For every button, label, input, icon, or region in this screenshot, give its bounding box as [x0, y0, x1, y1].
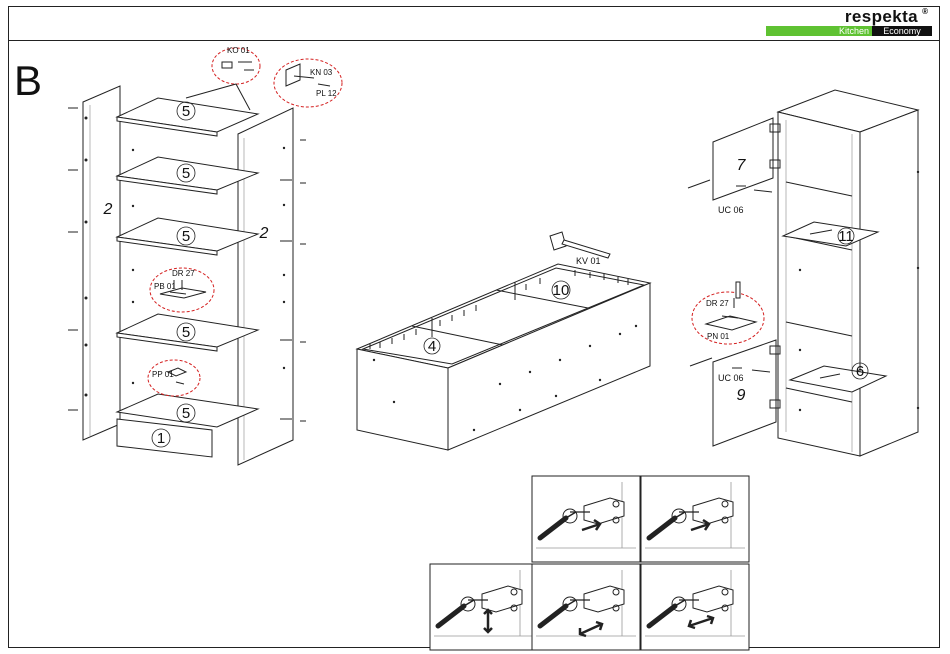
plinth-label: 1 [157, 430, 165, 447]
right-cab-front [778, 112, 860, 456]
part-dr-right-label: DR 27 [706, 299, 729, 308]
right-cab-side [860, 110, 918, 456]
shelf-label-low: 6 [856, 363, 864, 380]
shelf-label-2: 5 [182, 165, 190, 182]
hinge-panel-4 [532, 564, 640, 650]
part-kn-label: KN 03 [310, 68, 333, 77]
part-ko-label: KO 01 [227, 46, 250, 55]
right-cabinet-exploded: 11 6 7 9 UC 06 UC 06 DR 27 PN 01 [688, 90, 919, 456]
part-dr-label: DR 27 [172, 269, 195, 278]
left-side-panel [83, 86, 120, 440]
frame-label-back: 10 [553, 282, 570, 299]
callout-kn-pl: KN 03 PL 12 [274, 59, 342, 107]
shelf-label-5: 5 [182, 405, 190, 422]
callout-ko: KO 01 [186, 46, 260, 110]
part-uc-top-label: UC 06 [718, 205, 744, 215]
hammer-icon [550, 232, 610, 258]
hinge-panel-3 [430, 564, 538, 650]
part-pn-label: PN 01 [707, 332, 730, 341]
shelf-label-3: 5 [182, 228, 190, 245]
callout-dr-pb: DR 27 PB 01 [150, 268, 214, 312]
middle-cabinet-frame: 4 10 KV 01 [357, 232, 650, 450]
frame-label-front: 4 [428, 338, 436, 355]
left-cabinet-exploded: 5 5 5 5 5 1 2 2 KO 01 [68, 46, 342, 465]
shelf-label-1: 5 [182, 103, 190, 120]
hinge-adjustment-grid [430, 476, 749, 650]
part-uc-bottom-label: UC 06 [718, 373, 744, 383]
side-label-left: 2 [103, 201, 113, 218]
part-pl-label: PL 12 [316, 89, 337, 98]
part-pb-label: PB 01 [154, 282, 176, 291]
door-label-bottom: 9 [737, 387, 746, 404]
hinge-panel-5 [641, 564, 749, 650]
callout-pp: PP 01 [148, 360, 200, 396]
hinge-panel-1 [532, 476, 640, 562]
hinge-panel-2 [641, 476, 749, 562]
callout-dr-pn: DR 27 PN 01 [692, 282, 764, 344]
shelf-label-4: 5 [182, 324, 190, 341]
part-kv-label: KV 01 [576, 256, 601, 266]
side-label-right: 2 [259, 225, 269, 242]
door-label-top: 7 [737, 157, 747, 174]
part-pp-label: PP 01 [152, 370, 174, 379]
shelf-label-mid: 11 [838, 228, 854, 245]
